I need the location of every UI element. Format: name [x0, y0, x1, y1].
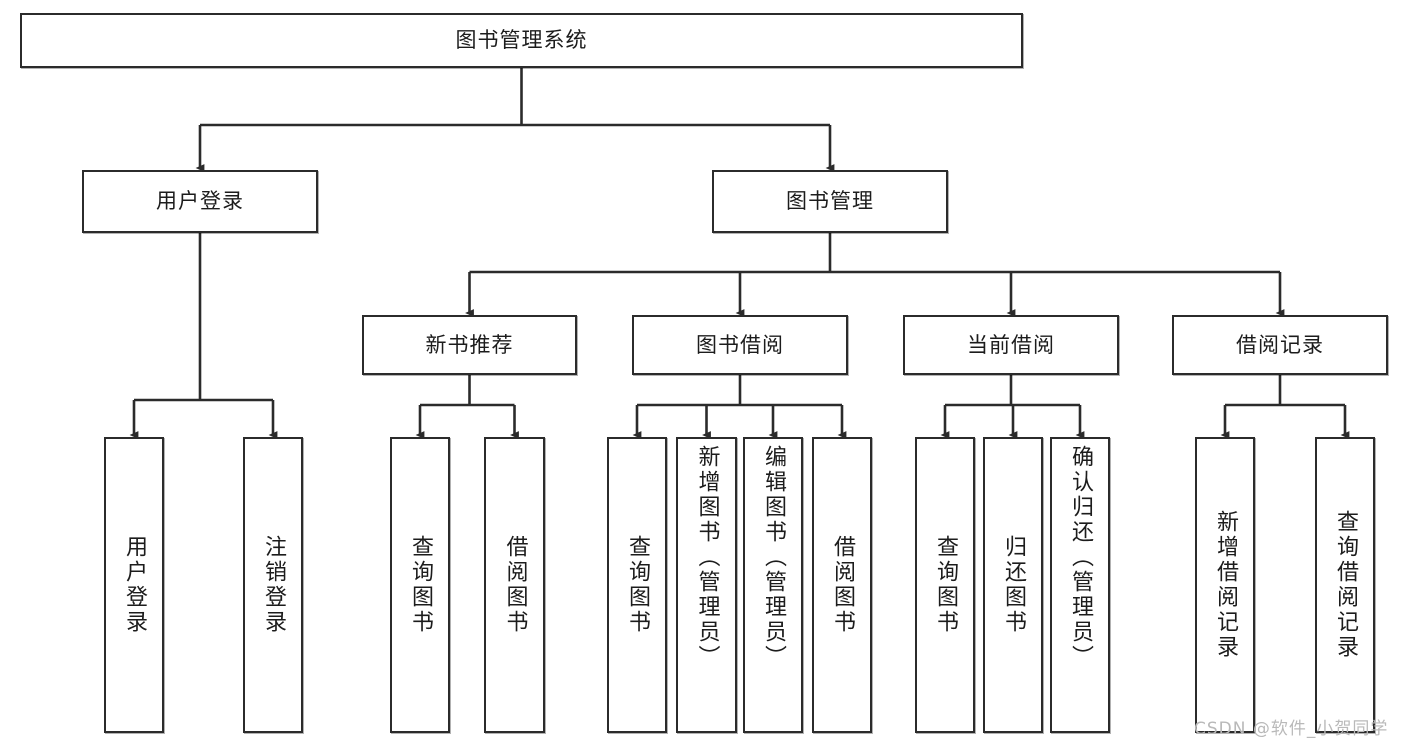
node-label: 归还图书: [1001, 535, 1026, 635]
node-label: 图书借阅: [696, 332, 784, 357]
node-label: 新增借阅记录: [1213, 510, 1238, 660]
node-leaf-add-book-admin[interactable]: 新增图书（管理员）: [676, 437, 737, 733]
node-leaf-confirm-return[interactable]: 确认归还（管理员）: [1050, 437, 1110, 733]
node-leaf-edit-book-admin[interactable]: 编辑图书（管理员）: [743, 437, 803, 733]
node-new-book-recommend[interactable]: 新书推荐: [362, 315, 577, 375]
node-book-borrow[interactable]: 图书借阅: [632, 315, 848, 375]
node-label: 编辑图书（管理员）: [761, 445, 786, 670]
node-label: 新书推荐: [425, 332, 514, 357]
node-leaf-borrow-book-rec[interactable]: 借阅图书: [484, 437, 545, 733]
node-user-login[interactable]: 用户登录: [82, 170, 318, 233]
node-leaf-add-borrow-record[interactable]: 新增借阅记录: [1195, 437, 1255, 733]
node-leaf-logout-login[interactable]: 注销登录: [243, 437, 303, 733]
node-leaf-borrow-book[interactable]: 借阅图书: [812, 437, 872, 733]
node-label: 查询借阅记录: [1333, 510, 1358, 660]
node-leaf-query-book-rec[interactable]: 查询图书: [390, 437, 450, 733]
node-leaf-user-login[interactable]: 用户登录: [104, 437, 164, 733]
node-label: 当前借阅: [967, 332, 1055, 357]
node-label: 图书管理系统: [455, 28, 588, 53]
csdn-watermark: CSDN @软件_小贺同学: [1194, 719, 1389, 739]
node-current-borrow[interactable]: 当前借阅: [903, 315, 1119, 375]
node-leaf-query-book-current[interactable]: 查询图书: [915, 437, 975, 733]
node-label: 注销登录: [261, 535, 286, 635]
node-leaf-query-borrow-record[interactable]: 查询借阅记录: [1315, 437, 1375, 733]
node-leaf-query-book-borrow[interactable]: 查询图书: [607, 437, 667, 733]
node-label: 借阅记录: [1236, 332, 1324, 357]
node-label: 确认归还（管理员）: [1068, 445, 1093, 670]
node-borrow-record[interactable]: 借阅记录: [1172, 315, 1388, 375]
node-label: 查询图书: [933, 535, 958, 635]
node-root[interactable]: 图书管理系统: [20, 13, 1023, 68]
node-label: 借阅图书: [502, 535, 528, 635]
node-label: 用户登录: [122, 535, 147, 635]
node-book-manage[interactable]: 图书管理: [712, 170, 948, 233]
node-label: 用户登录: [156, 189, 244, 214]
node-label: 新增图书（管理员）: [694, 445, 720, 670]
node-label: 查询图书: [625, 535, 650, 635]
node-label: 图书管理: [786, 189, 874, 214]
node-leaf-return-book[interactable]: 归还图书: [983, 437, 1043, 733]
node-label: 查询图书: [408, 535, 433, 635]
node-label: 借阅图书: [830, 535, 855, 635]
